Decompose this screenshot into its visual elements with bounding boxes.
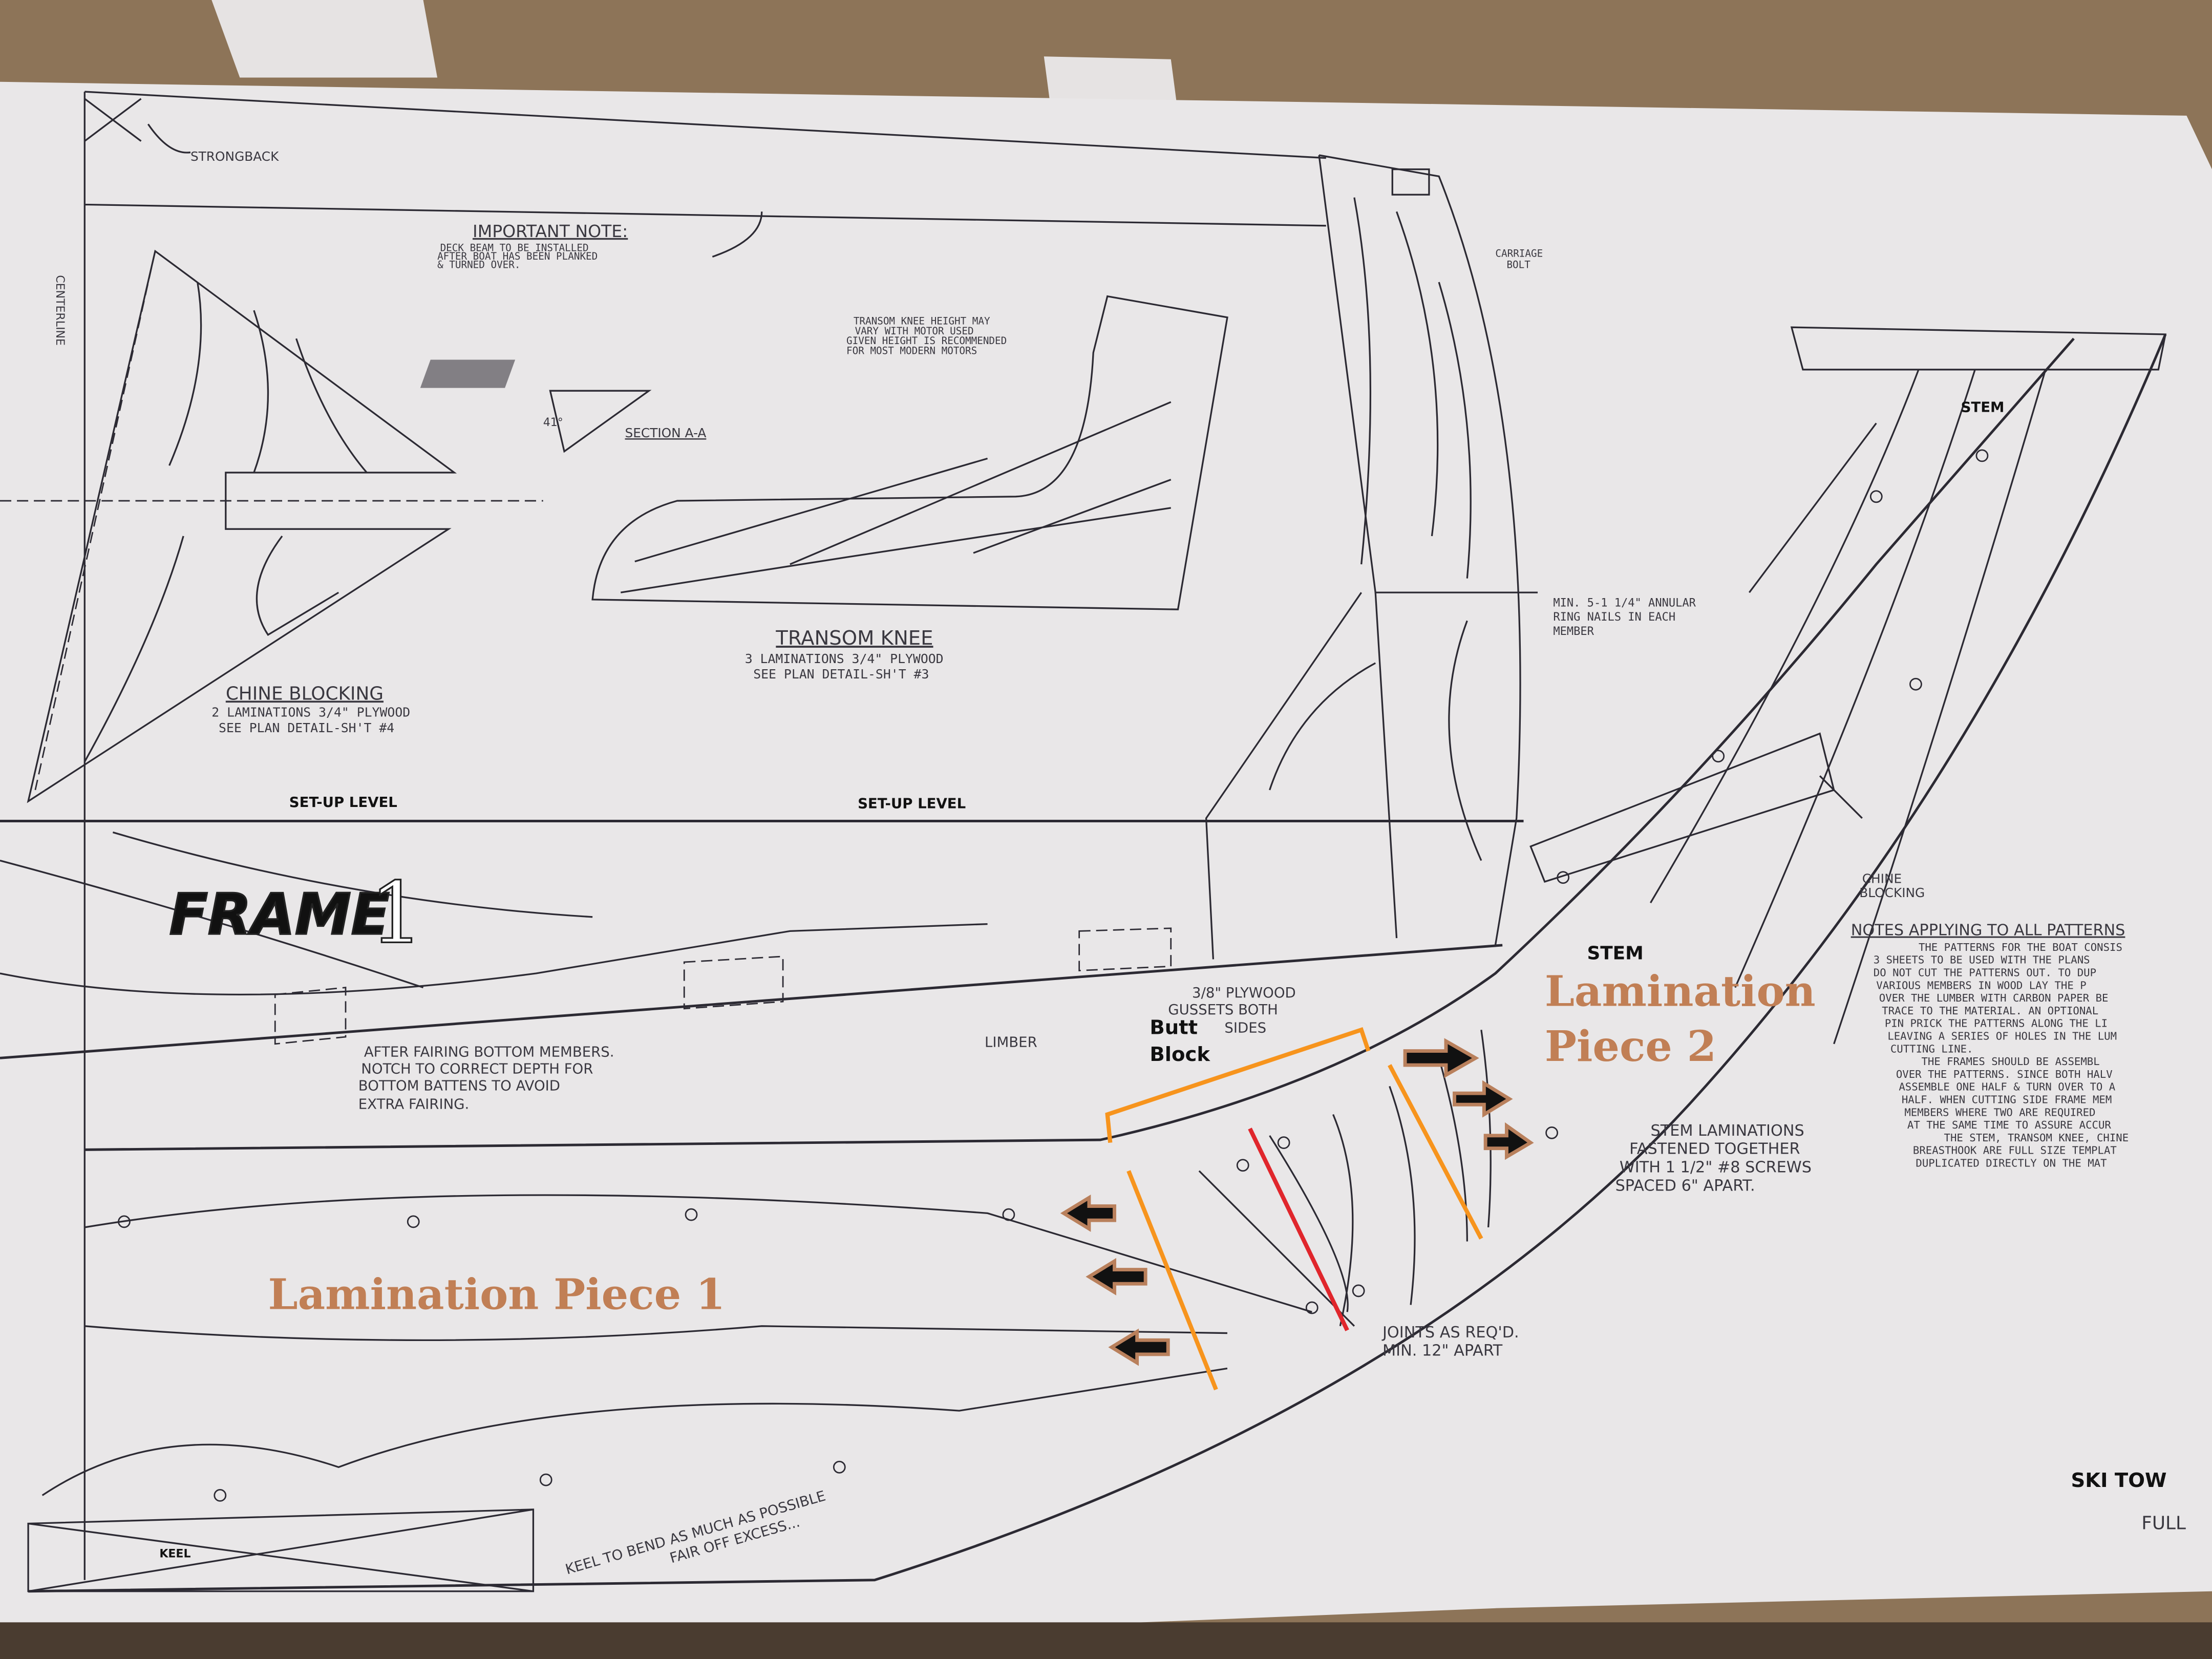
stem-laminations-note: WITH 1 1/2" #8 SCREWS <box>1620 1158 1812 1176</box>
notes-line: VARIOUS MEMBERS IN WOOD LAY THE P <box>1876 979 2086 991</box>
notes-line: THE FRAMES SHOULD BE ASSEMBL <box>1921 1055 2099 1068</box>
transom-knee-title: TRANSOM KNEE <box>775 627 933 650</box>
stem-label-top: STEM <box>1961 399 2005 415</box>
notes-line: PIN PRICK THE PATTERNS ALONG THE LI <box>1885 1017 2108 1030</box>
frame-1-bottom: FRAME 1 AFTER FAIRING BOTTOM MEMBERS. NO… <box>0 831 1503 1113</box>
keel-label: KEEL <box>159 1548 190 1561</box>
fairing-note: AFTER FAIRING BOTTOM MEMBERS. <box>364 1044 614 1060</box>
transom-knee-detail: SEE PLAN DETAIL-SH'T #3 <box>753 667 929 682</box>
transom-knee-detail: 3 LAMINATIONS 3/4" PLYWOOD <box>745 651 944 666</box>
notes-line: CUTTING LINE. <box>1890 1043 1973 1055</box>
arrow-left-icon <box>1060 1194 1116 1232</box>
arrow-right-icon <box>1453 1080 1513 1118</box>
chine-blocking-label: BLOCKING <box>1859 885 1925 900</box>
section-angle: 41° <box>543 416 563 429</box>
notes-line: ASSEMBLE ONE HALF & TURN OVER TO A <box>1899 1081 2115 1093</box>
notes-line: TRACE TO THE MATERIAL. AN OPTIONAL <box>1882 1005 2098 1017</box>
setup-level-label: SET-UP LEVEL <box>289 794 397 811</box>
section-label: SECTION A-A <box>625 426 707 440</box>
notes-title: NOTES APPLYING TO ALL PATTERNS <box>1851 922 2125 940</box>
stem-laminations-note: SPACED 6" APART. <box>1615 1177 1755 1195</box>
arrow-left-icon <box>1108 1328 1170 1366</box>
notes-line: OVER THE LUMBER WITH CARBON PAPER BE <box>1879 992 2109 1004</box>
notes-line: LEAVING A SERIES OF HOLES IN THE LUM <box>1887 1030 2117 1043</box>
fairing-note: NOTCH TO CORRECT DEPTH FOR <box>361 1061 593 1077</box>
notes-line: 3 SHEETS TO BE USED WITH THE PLANS <box>1874 954 2090 966</box>
arrow-right-icon <box>1403 1038 1479 1078</box>
arrow-left-icon <box>1086 1258 1147 1295</box>
chine-blocking-label: CHINE <box>1862 871 1902 886</box>
transom-knee-note-line: GIVEN HEIGHT IS RECOMMENDED <box>846 335 1007 347</box>
frame-title: FRAME <box>169 882 390 947</box>
ring-nails-note: MEMBER <box>1553 625 1594 638</box>
fairing-note: EXTRA FAIRING. <box>358 1096 470 1113</box>
lamination-piece-2-label: Piece 2 <box>1545 1022 1716 1071</box>
notes-line: DUPLICATED DIRECTLY ON THE MAT <box>1916 1157 2107 1169</box>
chine-blocking-drawing: CHINE BLOCKING 2 LAMINATIONS 3/4" PLYWOO… <box>0 249 543 803</box>
screw-holes <box>118 449 1989 1502</box>
carriage-bolt-label: BOLT <box>1506 259 1530 270</box>
fairing-note: BOTTOM BATTENS TO AVOID <box>358 1078 560 1094</box>
notes-line: HALF. WHEN CUTTING SIDE FRAME MEM <box>1902 1093 2112 1105</box>
setup-level-label: SET-UP LEVEL <box>858 796 966 812</box>
strongback-drawing: STRONGBACK CENTERLINE <box>53 91 1326 1580</box>
carriage-bolt-label: CARRIAGE <box>1495 247 1543 259</box>
notes-block: NOTES APPLYING TO ALL PATTERNS THE PATTE… <box>1851 922 2186 1534</box>
important-note-line: & TURNED OVER. <box>437 259 520 270</box>
butt-block-bracket <box>1105 1027 1371 1143</box>
lamination-2-end-line <box>1388 1064 1483 1240</box>
lamination-piece-2-label: Lamination <box>1545 966 1816 1016</box>
notes-line: OVER THE PATTERNS. SINCE BOTH HALV <box>1896 1068 2113 1080</box>
plan-sheet <box>0 81 2212 1636</box>
transom-knee-note-line: FOR MOST MODERN MOTORS <box>846 345 977 357</box>
notes-line: MEMBERS WHERE TWO ARE REQUIRED <box>1904 1106 2095 1118</box>
title-block-name: SKI TOW <box>2071 1469 2166 1492</box>
joint-line <box>1248 1128 1349 1331</box>
joints-note: JOINTS AS REQ'D. <box>1381 1324 1519 1342</box>
butt-block-label: Butt <box>1150 1016 1198 1039</box>
centerline-label: CENTERLINE <box>53 275 66 346</box>
section-a-a: 41° SECTION A-A <box>420 359 707 453</box>
important-note-line: DECK BEAM TO BE INSTALLED <box>440 242 589 253</box>
limber-label: LIMBER <box>985 1034 1037 1050</box>
stem-label: STEM <box>1587 943 1643 964</box>
title-block-scale: FULL <box>2141 1513 2186 1534</box>
stem-laminations-note: FASTENED TOGETHER <box>1629 1140 1800 1158</box>
notes-line: THE PATTERNS FOR THE BOAT CONSIS <box>1919 941 2122 953</box>
frame-number: 1 <box>370 864 423 962</box>
table-edge <box>0 1622 2212 1659</box>
gussets-note: GUSSETS BOTH <box>1168 1002 1278 1018</box>
notes-line: BREASTHOOK ARE FULL SIZE TEMPLAT <box>1913 1144 2117 1157</box>
chine-blocking-title: CHINE BLOCKING <box>226 684 384 705</box>
notes-line: THE STEM, TRANSOM KNEE, CHINE <box>1944 1132 2129 1144</box>
ring-nails-note: RING NAILS IN EACH <box>1553 611 1675 624</box>
transom-knee-drawing: TRANSOM KNEE HEIGHT MAY VARY WITH MOTOR … <box>591 295 1228 682</box>
chine-blocking-detail: SEE PLAN DETAIL-SH'T #4 <box>219 720 394 735</box>
lamination-annotations: Butt Block Lamination Piece 1 Lamination… <box>268 966 1816 1391</box>
notes-line: AT THE SAME TIME TO ASSURE ACCUR <box>1907 1119 2112 1131</box>
paper-sheet-behind <box>211 0 438 78</box>
lamination-1-end-line <box>1126 1170 1218 1391</box>
stem-laminations-note: STEM LAMINATIONS <box>1650 1122 1804 1140</box>
side-frame-member: CARRIAGE BOLT MIN. 5-1 1/4" ANNULAR RING… <box>1205 154 1696 960</box>
strongback-label: STRONGBACK <box>190 149 279 164</box>
arrow-right-icon <box>1483 1122 1534 1160</box>
arrows <box>1060 1038 1534 1366</box>
butt-block-label: Block <box>1150 1043 1210 1066</box>
important-note-line: AFTER BOAT HAS BEEN PLANKED <box>437 250 598 262</box>
transom-knee-note-line: TRANSOM KNEE HEIGHT MAY <box>854 315 990 327</box>
important-note: IMPORTANT NOTE: DECK BEAM TO BE INSTALLE… <box>437 211 763 270</box>
lamination-piece-1-label: Lamination Piece 1 <box>268 1270 725 1320</box>
chine-blocking-detail: 2 LAMINATIONS 3/4" PLYWOOD <box>211 705 410 720</box>
joints-note: MIN. 12" APART <box>1382 1342 1503 1360</box>
ring-nails-note: MIN. 5-1 1/4" ANNULAR <box>1553 597 1696 610</box>
setup-level: SET-UP LEVEL SET-UP LEVEL <box>0 794 1524 822</box>
gussets-note: SIDES <box>1224 1020 1266 1036</box>
important-note-title: IMPORTANT NOTE: <box>473 221 628 241</box>
notes-line: DO NOT CUT THE PATTERNS OUT. TO DUP <box>1874 967 2096 979</box>
gussets-note: 3/8" PLYWOOD <box>1192 985 1296 1001</box>
transom-knee-note-line: VARY WITH MOTOR USED <box>855 325 974 337</box>
